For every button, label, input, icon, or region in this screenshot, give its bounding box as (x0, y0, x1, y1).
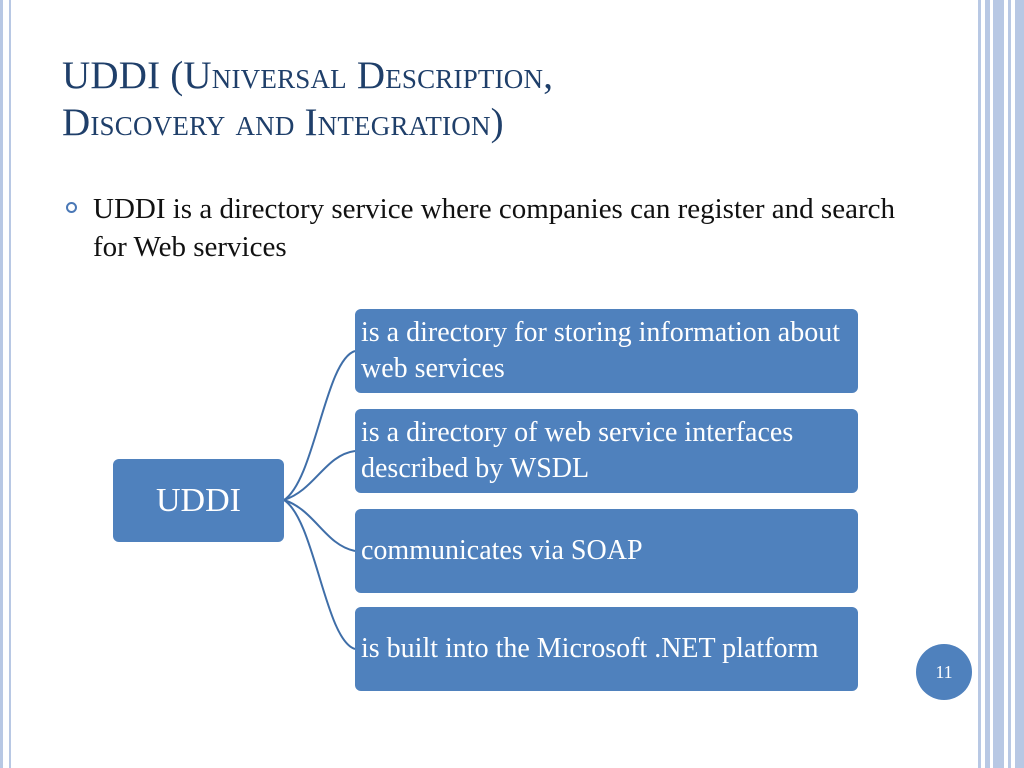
connector-4 (283, 499, 356, 650)
left-border-line (0, 0, 3, 768)
left-border-line (9, 0, 11, 768)
child-node-2-label: is a directory of web service interfaces… (361, 417, 794, 484)
right-border-stripe (1015, 0, 1024, 768)
bullet-item: UDDI is a directory service where compan… (66, 190, 896, 266)
connector-1 (283, 350, 356, 501)
page-number-badge: 11 (916, 644, 972, 700)
child-node-4: is built into the Microsoft .NET platfor… (355, 607, 858, 691)
child-node-2: is a directory of web service interfaces… (355, 409, 858, 493)
child-node-3-label: communicates via SOAP (361, 535, 643, 566)
child-node-3: communicates via SOAP (355, 509, 858, 593)
root-node-uddi: UDDI (113, 459, 284, 542)
connector-3 (283, 499, 356, 552)
connector-2 (283, 450, 356, 501)
child-node-1: is a directory for storing information a… (355, 309, 858, 393)
right-border-stripe (985, 0, 990, 768)
right-border-stripe (1008, 0, 1011, 768)
bullet-text: UDDI is a directory service where compan… (93, 193, 895, 263)
right-border-stripe (978, 0, 981, 768)
right-border-stripe (993, 0, 1004, 768)
title-line-2: Discovery and Integration) (62, 101, 504, 144)
child-node-4-label: is built into the Microsoft .NET platfor… (361, 633, 819, 664)
title-line-1: UDDI (Universal Description, (62, 54, 554, 97)
child-node-1-label: is a directory for storing information a… (361, 317, 840, 384)
slide-title: UDDI (Universal Description, Discovery a… (62, 52, 942, 146)
bullet-circle-icon (66, 202, 77, 213)
